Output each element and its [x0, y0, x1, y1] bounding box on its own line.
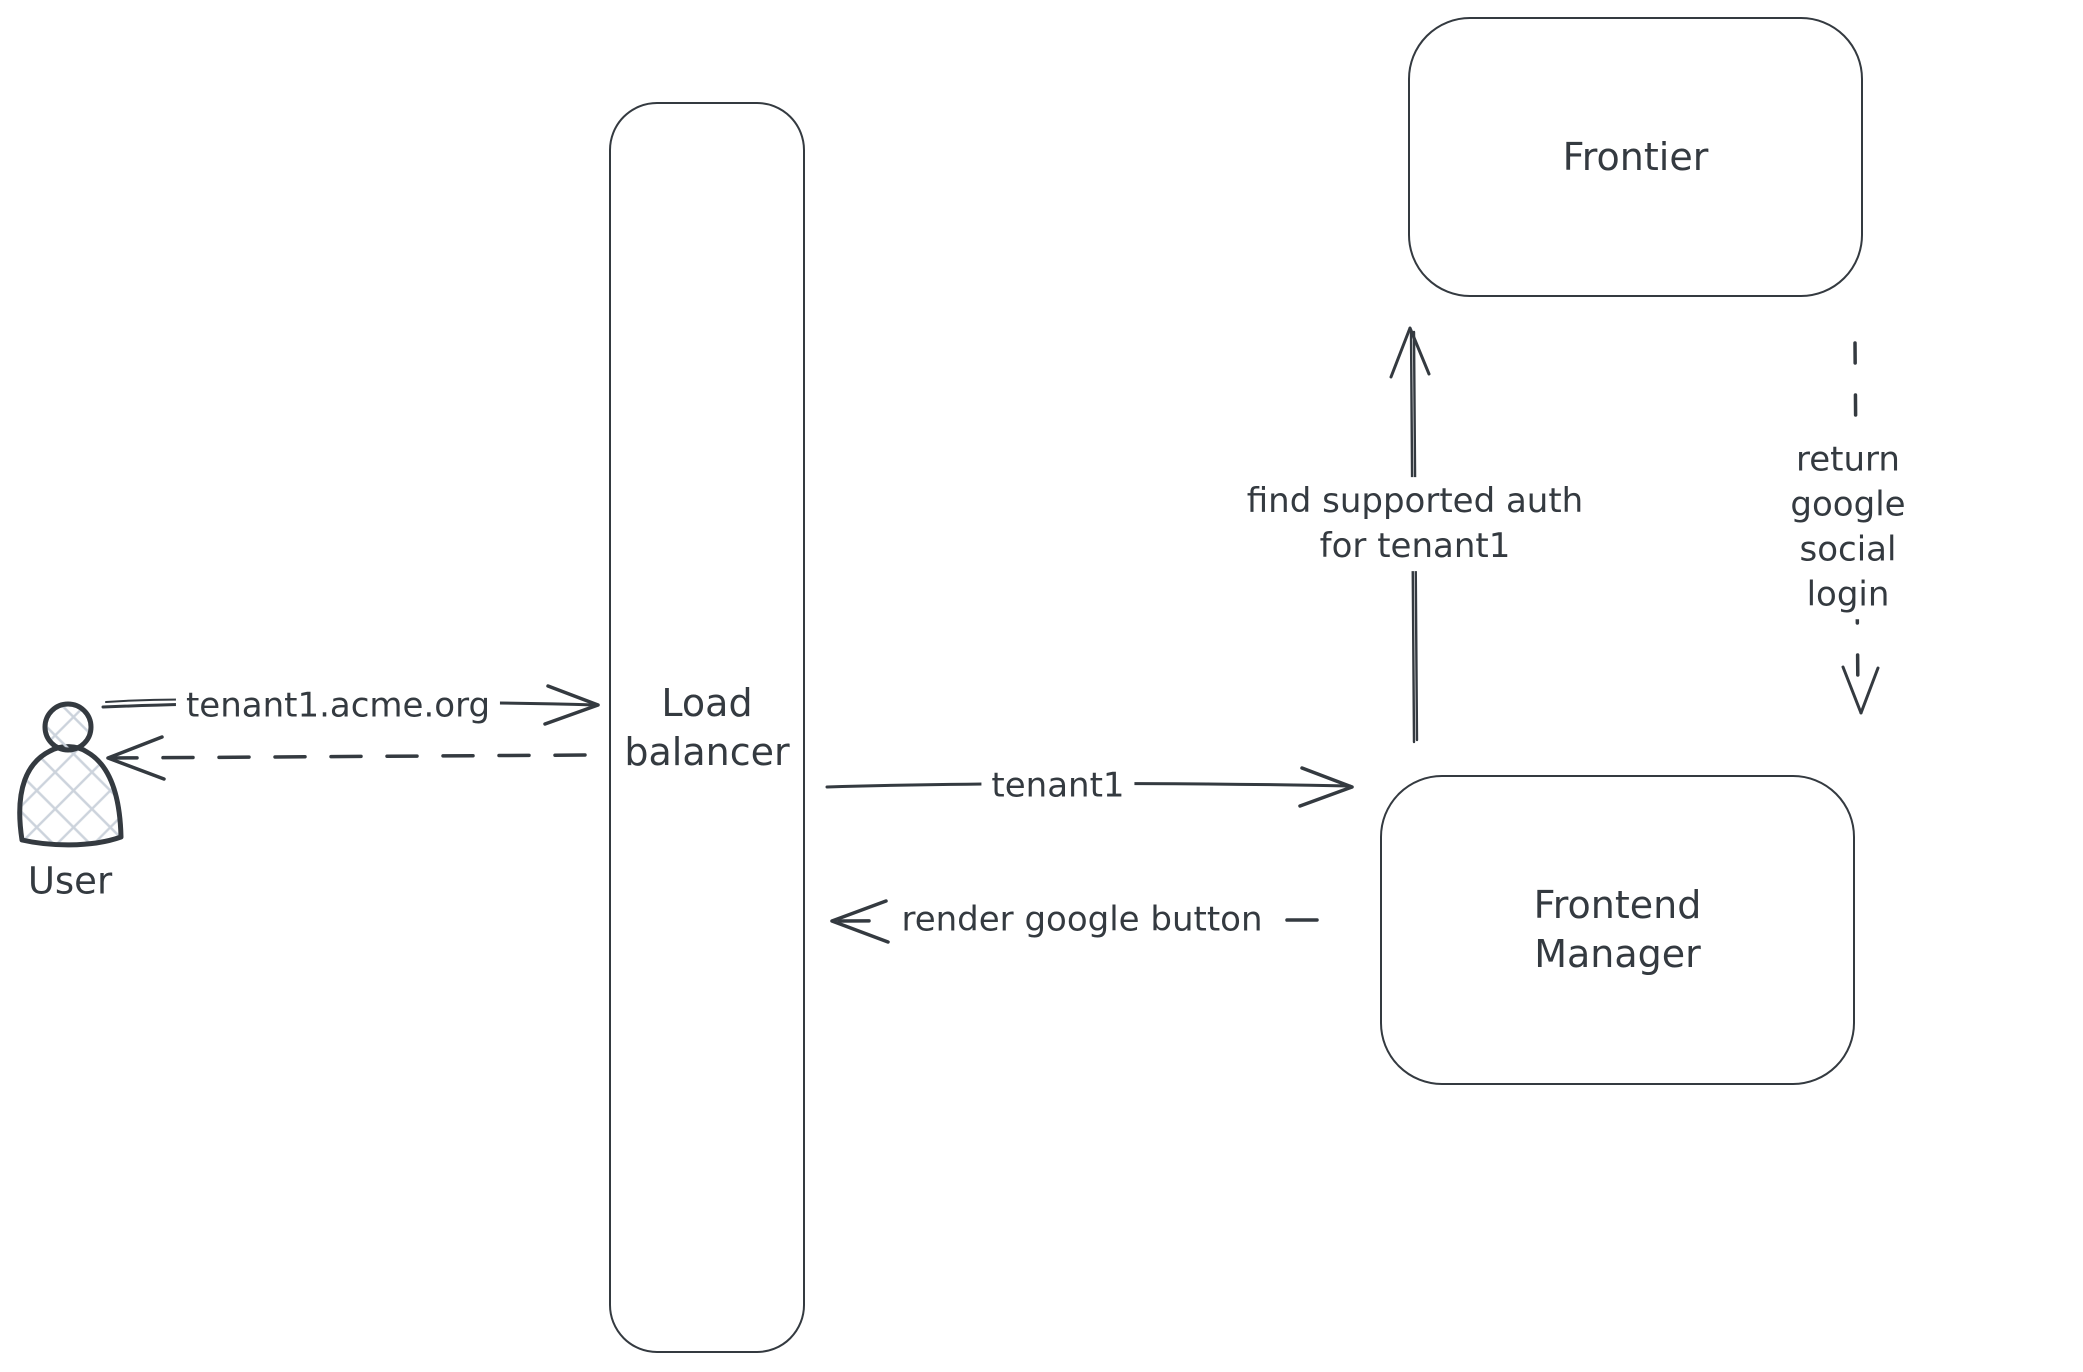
- edge-label-render-google-button: render google button: [891, 895, 1273, 945]
- edge-label-return-google-social-login: return google social login: [1730, 435, 1966, 619]
- arrow-frontier-to-frontend-manager: [1841, 341, 1880, 715]
- arrow-load-balancer-to-user: [106, 735, 587, 781]
- frontier-label: Frontier: [1562, 134, 1709, 179]
- node-load-balancer: Load balancer: [609, 102, 805, 1353]
- edge-label-tenant1-acme-org: tenant1.acme.org: [175, 681, 501, 731]
- node-frontend-manager: Frontend Manager: [1380, 775, 1855, 1085]
- frontend-manager-label: Frontend Manager: [1533, 883, 1702, 976]
- load-balancer-label: Load balancer: [624, 680, 790, 774]
- edge-label-find-supported-auth: find supported auth for tenant1: [1236, 477, 1594, 571]
- user-actor-label: User: [27, 859, 113, 903]
- node-frontier: Frontier: [1408, 17, 1863, 297]
- edge-label-tenant1: tenant1: [981, 761, 1135, 811]
- user-person-icon: [17, 701, 124, 848]
